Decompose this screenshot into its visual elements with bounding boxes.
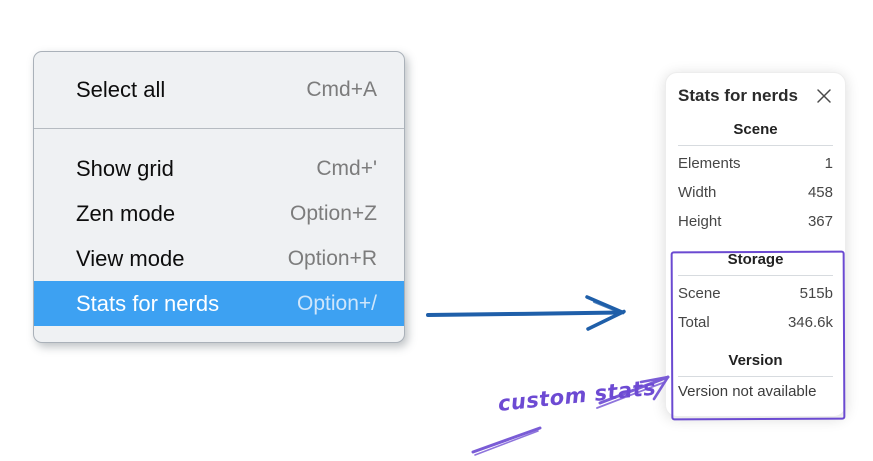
custom-stats-label: custom stats (496, 375, 658, 416)
menu-to-panel-arrow (426, 295, 626, 331)
menu-item-label: Select all (76, 77, 166, 102)
section-heading-scene: Scene (733, 121, 778, 138)
stat-value: 1 (824, 155, 833, 172)
custom-stats-arrow (471, 375, 670, 456)
menu-item-stats-for-nerds[interactable]: Stats for nerds Option+/ (34, 281, 404, 326)
menu-item-shortcut: Cmd+' (316, 156, 377, 180)
menu-item-zen-mode[interactable]: Zen mode Option+Z (34, 191, 404, 236)
stat-value: 346.6k (787, 314, 833, 331)
stat-value: 367 (807, 213, 833, 230)
stats-panel: Stats for nerds Scene Elements 1 Width 4… (665, 72, 846, 417)
menu-item-shortcut: Option+/ (297, 291, 377, 315)
menu-item-select-all[interactable]: Select all Cmd+A (34, 52, 404, 129)
close-button[interactable] (815, 87, 833, 105)
stat-value: 515b (799, 285, 833, 302)
menu-group: Show grid Cmd+' Zen mode Option+Z View m… (34, 129, 404, 326)
stat-label: Total (678, 314, 710, 331)
section-divider (678, 376, 833, 377)
menu-item-shortcut: Option+R (287, 246, 377, 270)
menu-item-label: View mode (76, 245, 185, 271)
stat-row-width: Width 458 (678, 178, 833, 207)
version-note: Version not available (678, 383, 817, 400)
stat-label: Scene (678, 285, 721, 302)
menu-item-shortcut: Cmd+A (306, 78, 377, 101)
stat-row-height: Height 367 (678, 207, 833, 236)
menu-item-shortcut: Option+Z (290, 201, 377, 225)
section-heading-version: Version (728, 352, 783, 369)
close-icon (817, 89, 831, 103)
section-heading-storage: Storage (727, 251, 784, 268)
stat-label: Height (678, 213, 722, 230)
stat-row-elements: Elements 1 (678, 149, 833, 178)
stat-label: Width (678, 184, 717, 201)
menu-item-label: Zen mode (76, 200, 176, 226)
menu-item-label: Stats for nerds (76, 290, 220, 316)
section-divider (678, 275, 833, 276)
context-menu: Select all Cmd+A Show grid Cmd+' Zen mod… (33, 51, 405, 343)
stat-value: 458 (807, 184, 833, 201)
menu-item-show-grid[interactable]: Show grid Cmd+' (34, 146, 404, 191)
stat-label: Elements (678, 155, 741, 172)
stat-row-total-storage: Total 346.6k (678, 308, 833, 337)
menu-item-view-mode[interactable]: View mode Option+R (34, 236, 404, 281)
menu-item-label: Show grid (76, 155, 174, 181)
stats-panel-title: Stats for nerds (678, 86, 798, 105)
section-divider (678, 145, 833, 146)
stats-panel-header: Stats for nerds (678, 86, 833, 106)
stat-row-scene-storage: Scene 515b (678, 279, 833, 308)
